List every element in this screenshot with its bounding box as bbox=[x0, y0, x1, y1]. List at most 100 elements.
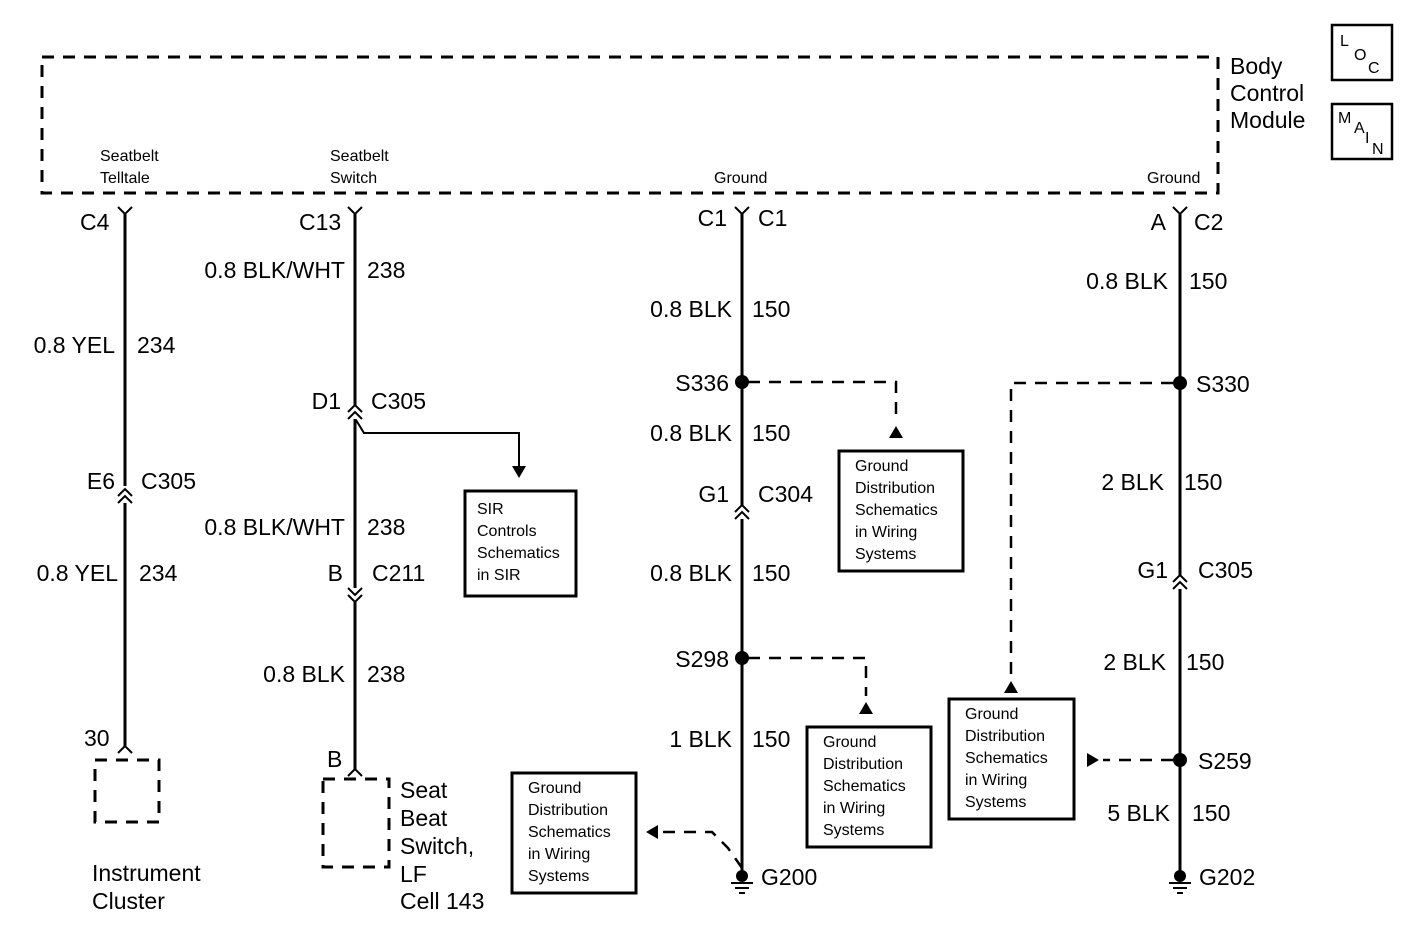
pin-label-switch-2: Switch bbox=[330, 170, 377, 187]
inline-pin: D1 bbox=[312, 388, 341, 414]
svg-text:Distribution: Distribution bbox=[965, 728, 1045, 745]
wire-color: 2 BLK bbox=[1103, 649, 1166, 675]
wire-color: 0.8 BLK/WHT bbox=[204, 257, 345, 283]
svg-text:A: A bbox=[1354, 120, 1365, 137]
ground-g202: G202 bbox=[1199, 864, 1255, 890]
splice-s336-dot bbox=[735, 375, 749, 389]
inline-connector: C211 bbox=[372, 560, 425, 586]
splice-s298: S298 bbox=[675, 646, 729, 672]
circuit-ground-g202: A C2 0.8 BLK 150 S330 2 BLK 150 G1 C305 … bbox=[947, 206, 1255, 894]
svg-text:C: C bbox=[1368, 60, 1380, 77]
wire-color: 0.8 BLK bbox=[263, 661, 345, 687]
wire-color: 0.8 BLK bbox=[1086, 268, 1168, 294]
svg-text:Ground: Ground bbox=[823, 734, 876, 751]
svg-text:Ground: Ground bbox=[965, 706, 1018, 723]
inline-pin: G1 bbox=[1137, 557, 1168, 583]
pin-label-telltale-2: Telltale bbox=[100, 170, 150, 187]
component-label-3: Switch, bbox=[400, 833, 474, 859]
splice-s336: S336 bbox=[675, 370, 729, 396]
ground-dist-ref-box-s298[interactable]: Ground Distribution Schematics in Wiring… bbox=[805, 725, 933, 849]
svg-text:in Wiring: in Wiring bbox=[823, 800, 885, 817]
svg-text:Systems: Systems bbox=[855, 546, 916, 563]
svg-text:Systems: Systems bbox=[823, 822, 884, 839]
svg-text:Systems: Systems bbox=[965, 794, 1026, 811]
ground-dist-ref-box-s336[interactable]: Ground Distribution Schematics in Wiring… bbox=[837, 449, 965, 573]
svg-text:Ground: Ground bbox=[855, 458, 908, 475]
component-label-1: Instrument bbox=[92, 860, 201, 886]
wire-color: 2 BLK bbox=[1101, 469, 1164, 495]
ground-g200: G200 bbox=[761, 864, 817, 890]
splice-s330-dot bbox=[1173, 376, 1187, 390]
pin-label-ground-c2: Ground bbox=[1147, 170, 1200, 187]
splice-s330: S330 bbox=[1196, 371, 1250, 397]
ground-g202-dot bbox=[1174, 870, 1186, 882]
svg-text:in Wiring: in Wiring bbox=[965, 772, 1027, 789]
end-pin: B bbox=[327, 746, 342, 772]
svg-text:Controls: Controls bbox=[477, 523, 537, 540]
svg-text:in SIR: in SIR bbox=[477, 567, 521, 584]
wire-circuit: 150 bbox=[752, 420, 790, 446]
splice-s259-dot bbox=[1173, 753, 1187, 767]
top-pin-left: A bbox=[1151, 209, 1167, 235]
svg-text:SIR: SIR bbox=[477, 501, 504, 518]
loc-badge[interactable]: L O C bbox=[1330, 23, 1394, 82]
svg-text:Systems: Systems bbox=[528, 868, 589, 885]
wire-circuit: 150 bbox=[1192, 800, 1230, 826]
inline-pin: B bbox=[328, 560, 343, 586]
top-pin-left: C1 bbox=[698, 205, 727, 231]
inline-pin: G1 bbox=[698, 481, 729, 507]
svg-text:Schematics: Schematics bbox=[528, 824, 611, 841]
top-pin-right: C1 bbox=[758, 205, 787, 231]
inline-connector: C305 bbox=[141, 468, 196, 494]
wire-color: 0.8 YEL bbox=[34, 332, 116, 358]
top-pin-right: C2 bbox=[1194, 209, 1223, 235]
wire-circuit: 150 bbox=[1186, 649, 1224, 675]
svg-text:in Wiring: in Wiring bbox=[528, 846, 590, 863]
svg-text:Ground: Ground bbox=[528, 780, 581, 797]
component-label-1: Seat bbox=[400, 777, 448, 803]
connector-c4: C4 bbox=[80, 209, 110, 235]
main-badge[interactable]: M A I N bbox=[1330, 102, 1394, 161]
module-name-line-1: Body bbox=[1230, 53, 1283, 79]
ground-dist-ref-box-s330-s259[interactable]: Ground Distribution Schematics in Wiring… bbox=[947, 697, 1076, 821]
wire-circuit: 234 bbox=[137, 332, 176, 358]
body-control-module: Body Control Module Seatbelt Telltale Se… bbox=[40, 53, 1305, 195]
module-name-line-2: Control bbox=[1230, 80, 1304, 106]
instrument-cluster-outline bbox=[93, 758, 161, 824]
svg-text:Distribution: Distribution bbox=[823, 756, 903, 773]
wire-circuit: 150 bbox=[1184, 469, 1222, 495]
wire-circuit: 150 bbox=[752, 726, 790, 752]
svg-text:Schematics: Schematics bbox=[823, 778, 906, 795]
pin-label-telltale-1: Seatbelt bbox=[100, 148, 159, 165]
svg-text:L: L bbox=[1340, 33, 1349, 50]
module-name-line-3: Module bbox=[1230, 107, 1305, 133]
module-boundary bbox=[40, 55, 1220, 195]
end-pin: 30 bbox=[84, 725, 110, 751]
wire-circuit: 238 bbox=[367, 257, 405, 283]
wire-circuit: 150 bbox=[752, 560, 790, 586]
svg-text:Schematics: Schematics bbox=[477, 545, 560, 562]
svg-text:O: O bbox=[1354, 47, 1366, 64]
wire-color: 0.8 BLK/WHT bbox=[204, 514, 345, 540]
pin-label-ground-c1: Ground bbox=[714, 170, 767, 187]
wire-color: 0.8 BLK bbox=[650, 296, 732, 322]
seat-belt-switch-outline bbox=[321, 777, 391, 869]
wire-color: 1 BLK bbox=[669, 726, 732, 752]
inline-connector: C305 bbox=[371, 388, 426, 414]
wire-circuit: 238 bbox=[367, 514, 405, 540]
ground-dist-ref-box-g200[interactable]: Ground Distribution Schematics in Wiring… bbox=[510, 771, 638, 895]
inline-connector: C304 bbox=[758, 481, 813, 507]
sir-controls-ref-box[interactable]: SIR Controls Schematics in SIR bbox=[463, 489, 578, 598]
svg-text:Distribution: Distribution bbox=[528, 802, 608, 819]
wire-circuit: 234 bbox=[139, 560, 178, 586]
wire-color: 0.8 BLK bbox=[650, 420, 732, 446]
svg-text:I: I bbox=[1365, 130, 1369, 147]
svg-text:M: M bbox=[1338, 110, 1351, 127]
connector-c13: C13 bbox=[299, 209, 341, 235]
circuit-ground-g200: C1 C1 0.8 BLK 150 S336 0.8 BLK 150 G1 C3… bbox=[510, 205, 965, 895]
splice-s259: S259 bbox=[1198, 748, 1252, 774]
wire-color: 0.8 BLK bbox=[650, 560, 732, 586]
svg-text:N: N bbox=[1372, 141, 1384, 158]
circuit-seatbelt-switch: SIR Controls Schematics in SIR C13 0.8 B… bbox=[204, 206, 578, 914]
